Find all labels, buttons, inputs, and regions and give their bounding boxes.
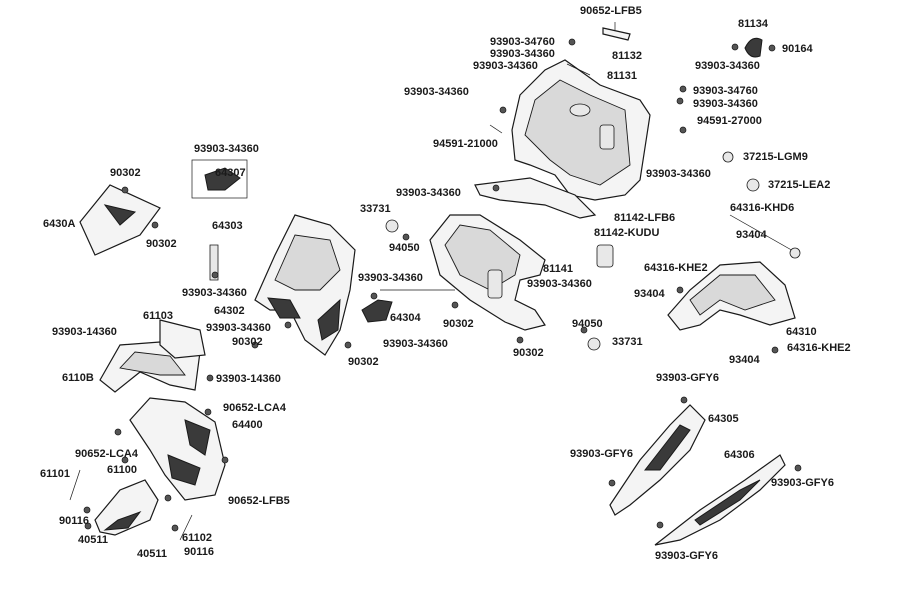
label-93404-b[interactable]: 93404 [634, 288, 665, 300]
label-6110B[interactable]: 6110B [62, 372, 94, 384]
label-93903-14360-a[interactable]: 93903-14360 [52, 326, 117, 338]
label-33731-a[interactable]: 33731 [360, 203, 391, 215]
label-81134[interactable]: 81134 [738, 18, 768, 30]
label-90302-e[interactable]: 90302 [348, 356, 379, 368]
label-64400[interactable]: 64400 [232, 419, 263, 431]
label-90116-b[interactable]: 90116 [184, 546, 214, 558]
label-64303[interactable]: 64303 [212, 220, 243, 232]
label-37215-lea2[interactable]: 37215-LEA2 [768, 179, 831, 191]
label-94591-21000[interactable]: 94591-21000 [433, 138, 498, 150]
label-64316-khe2-a[interactable]: 64316-KHE2 [644, 262, 708, 274]
label-93903-34360-c[interactable]: 93903-34360 [695, 60, 760, 72]
label-93903-34360-d[interactable]: 93903-34360 [404, 86, 469, 98]
label-61102[interactable]: 61102 [182, 532, 212, 544]
part-81142-kudu-badge[interactable] [596, 244, 614, 268]
part-6430A-upper-panel[interactable] [79, 184, 161, 256]
label-33731-b[interactable]: 33731 [612, 336, 643, 348]
label-93903-34360-e[interactable]: 93903-34360 [693, 98, 758, 110]
label-64316-khe2-b[interactable]: 64316-KHE2 [787, 342, 851, 354]
label-37215-lgm9[interactable]: 37215-LGM9 [743, 151, 808, 163]
label-64302[interactable]: 64302 [214, 305, 245, 317]
label-94050-a[interactable]: 94050 [389, 242, 420, 254]
part-61100-front-fender[interactable] [94, 479, 159, 536]
label-81131[interactable]: 81131 [607, 70, 637, 82]
label-64306[interactable]: 64306 [724, 449, 755, 461]
label-93903-34360-i[interactable]: 93903-34360 [358, 272, 423, 284]
label-61100[interactable]: 61100 [107, 464, 137, 476]
label-90302-b[interactable]: 90302 [146, 238, 177, 250]
label-64305[interactable]: 64305 [708, 413, 739, 425]
label-90652-lfb5-bottom[interactable]: 90652-LFB5 [228, 495, 290, 507]
part-64302-front-fairing[interactable] [254, 214, 356, 356]
part-64304-vent-grill[interactable] [361, 299, 393, 323]
label-81142-kudu[interactable]: 81142-KUDU [594, 227, 660, 239]
label-93903-gfy6-b[interactable]: 93903-GFY6 [570, 448, 633, 460]
part-64306-side-cover-right[interactable] [654, 454, 786, 546]
label-81142-lfb6[interactable]: 81142-LFB6 [614, 212, 676, 224]
part-81134-clip[interactable] [744, 37, 763, 58]
label-94591-27000[interactable]: 94591-27000 [697, 115, 762, 127]
label-6430A[interactable]: 6430A [43, 218, 76, 230]
label-61101[interactable]: 61101 [40, 468, 70, 480]
label-90164[interactable]: 90164 [782, 43, 813, 55]
label-93903-34360-f[interactable]: 93903-34360 [646, 168, 711, 180]
label-40511-b[interactable]: 40511 [137, 548, 167, 560]
label-64316-khd6[interactable]: 64316-KHD6 [730, 202, 795, 214]
label-93903-34760-b[interactable]: 93903-34760 [693, 85, 758, 97]
label-93903-gfy6-c[interactable]: 93903-GFY6 [771, 477, 834, 489]
label-90116-a[interactable]: 90116 [59, 515, 89, 527]
label-90302-c[interactable]: 90302 [443, 318, 474, 330]
part-61101-rod[interactable] [69, 469, 81, 501]
label-94050-b[interactable]: 94050 [572, 318, 603, 330]
label-64310[interactable]: 64310 [786, 326, 817, 338]
label-90652-lca4-a[interactable]: 90652-LCA4 [223, 402, 286, 414]
label-90652-lca4-b[interactable]: 90652-LCA4 [75, 448, 138, 460]
part-64400-inner-front-cover[interactable] [129, 397, 226, 501]
label-90302-f[interactable]: 90302 [513, 347, 544, 359]
part-64305-side-cover-left[interactable] [609, 404, 706, 516]
label-90302-a[interactable]: 90302 [110, 167, 141, 179]
part-81141-center-cover[interactable] [429, 214, 546, 331]
label-64307[interactable]: 64307 [215, 167, 246, 179]
part-64307-side-vent[interactable] [191, 159, 248, 199]
part-64310-floor-panel[interactable] [667, 261, 796, 331]
label-93404-a[interactable]: 93404 [736, 229, 767, 241]
part-64303-bracket[interactable] [209, 244, 219, 281]
label-90302-d[interactable]: 90302 [232, 336, 263, 348]
part-81132-bracket[interactable] [602, 22, 631, 41]
label-93903-34360-l[interactable]: 93903-34360 [206, 322, 271, 334]
label-90652-lfb5-top[interactable]: 90652-LFB5 [580, 5, 642, 17]
label-93903-34360-h[interactable]: 93903-34360 [194, 143, 259, 155]
label-93903-34760-a[interactable]: 93903-34760 [490, 36, 555, 48]
label-93903-34360-j[interactable]: 93903-34360 [527, 278, 592, 290]
screw-90164-area[interactable] [731, 43, 739, 51]
part-81131-inner-cover[interactable] [511, 59, 651, 201]
label-93903-34360-a[interactable]: 93903-34360 [490, 48, 555, 60]
label-64304[interactable]: 64304 [390, 312, 421, 324]
label-93903-gfy6-d[interactable]: 93903-GFY6 [655, 550, 718, 562]
label-93903-34360-m[interactable]: 93903-34360 [383, 338, 448, 350]
label-93903-14360-b[interactable]: 93903-14360 [216, 373, 281, 385]
part-61102-rod[interactable] [179, 514, 193, 541]
label-61103[interactable]: 61103 [143, 310, 173, 322]
label-40511-a[interactable]: 40511 [78, 534, 108, 546]
label-93903-34360-k[interactable]: 93903-34360 [182, 287, 247, 299]
label-93404-c[interactable]: 93404 [729, 354, 760, 366]
part-81142-frame-strip[interactable] [474, 177, 597, 219]
label-93903-34360-g[interactable]: 93903-34360 [396, 187, 461, 199]
label-93903-34360-b[interactable]: 93903-34360 [473, 60, 538, 72]
label-81141[interactable]: 81141 [543, 263, 573, 275]
label-81132[interactable]: 81132 [612, 50, 642, 62]
label-93903-gfy6-a[interactable]: 93903-GFY6 [656, 372, 719, 384]
part-61103-lamp-bracket[interactable] [159, 319, 206, 359]
